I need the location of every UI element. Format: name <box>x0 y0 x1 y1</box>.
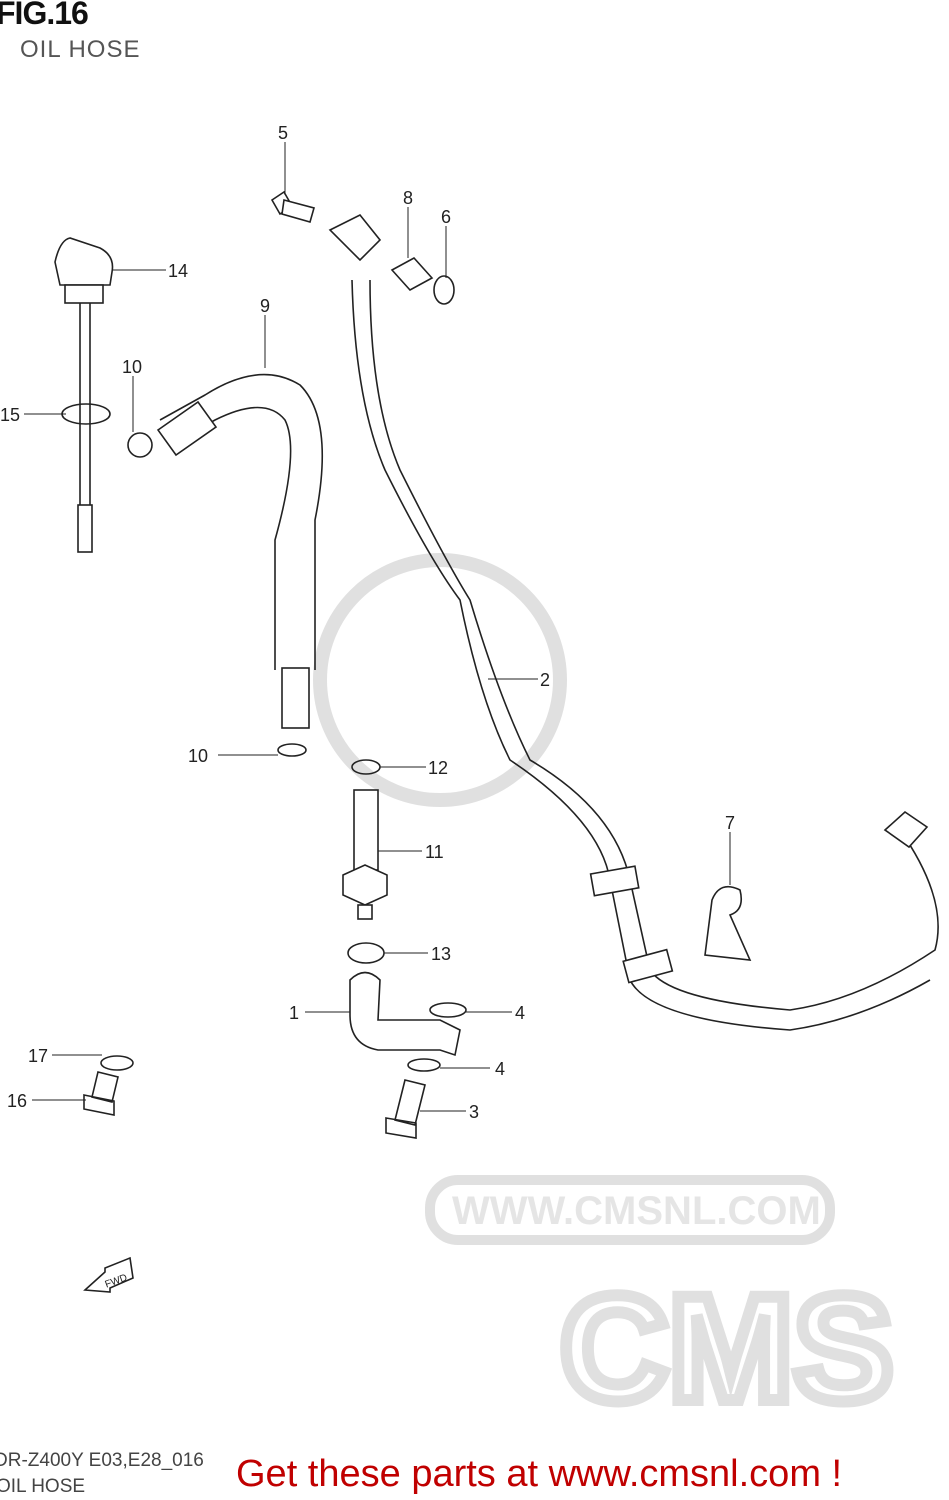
callout-16: 16 <box>7 1091 27 1111</box>
gasket <box>100 1055 134 1071</box>
footer-title: OIL HOSE <box>0 1476 86 1497</box>
model-code: DR-Z400Y E03,E28_016 <box>0 1450 204 1471</box>
drain-plug <box>83 1071 119 1116</box>
promo-link[interactable]: Get these parts at www.cmsnl.com ! <box>236 1453 843 1495</box>
gasket-washer <box>407 1058 441 1072</box>
breather-hose <box>159 373 324 670</box>
oil-hose <box>328 213 939 1031</box>
callout-10: 10 <box>188 746 208 766</box>
leader-lines <box>24 142 731 1112</box>
callout-4: 4 <box>495 1059 505 1079</box>
spacer <box>390 256 434 292</box>
figure-number: FIG.16 <box>0 0 89 31</box>
callout-6: 6 <box>441 207 451 227</box>
hose-pipe-end <box>281 667 310 729</box>
figure-title: OIL HOSE <box>20 36 141 63</box>
oil-hose-union <box>349 971 461 1057</box>
hose-clamp <box>589 865 640 897</box>
gasket-washer <box>429 1002 467 1018</box>
callout-5: 5 <box>278 123 288 143</box>
callout-1: 1 <box>289 1003 299 1023</box>
union-bolt <box>385 1079 426 1139</box>
callout-8: 8 <box>403 188 413 208</box>
callout-11: 11 <box>425 842 444 862</box>
union-bolt <box>270 190 315 223</box>
oil-filler-cap-dipstick <box>54 237 114 553</box>
hose-clamp-bracket <box>704 885 752 961</box>
watermark-url: WWW.CMSNL.COM <box>452 1189 821 1233</box>
clamp <box>277 743 307 757</box>
callout-2: 2 <box>540 670 550 690</box>
callout-9: 9 <box>260 296 270 316</box>
callout-15: 15 <box>0 405 20 425</box>
callout-10: 10 <box>122 357 142 377</box>
oil-pressure-fitting <box>342 789 388 920</box>
hose-end <box>156 400 218 457</box>
callout-17: 17 <box>28 1046 48 1066</box>
forward-arrow-icon: FWD <box>83 1256 134 1293</box>
callout-3: 3 <box>469 1102 479 1122</box>
cms-watermark-logo: CMS WWW.CMSNL.COM <box>313 553 899 1438</box>
hose-fitting <box>883 810 929 849</box>
hose-clamp <box>622 948 674 984</box>
watermark-logo-text: CMS <box>560 1264 893 1432</box>
callout-13: 13 <box>431 944 451 964</box>
callout-4: 4 <box>515 1003 525 1023</box>
hose-clamp <box>347 942 385 964</box>
callout-14: 14 <box>168 261 188 281</box>
clamp <box>127 432 153 458</box>
washer <box>433 275 455 305</box>
callout-7: 7 <box>725 813 735 833</box>
callout-12: 12 <box>428 758 448 778</box>
